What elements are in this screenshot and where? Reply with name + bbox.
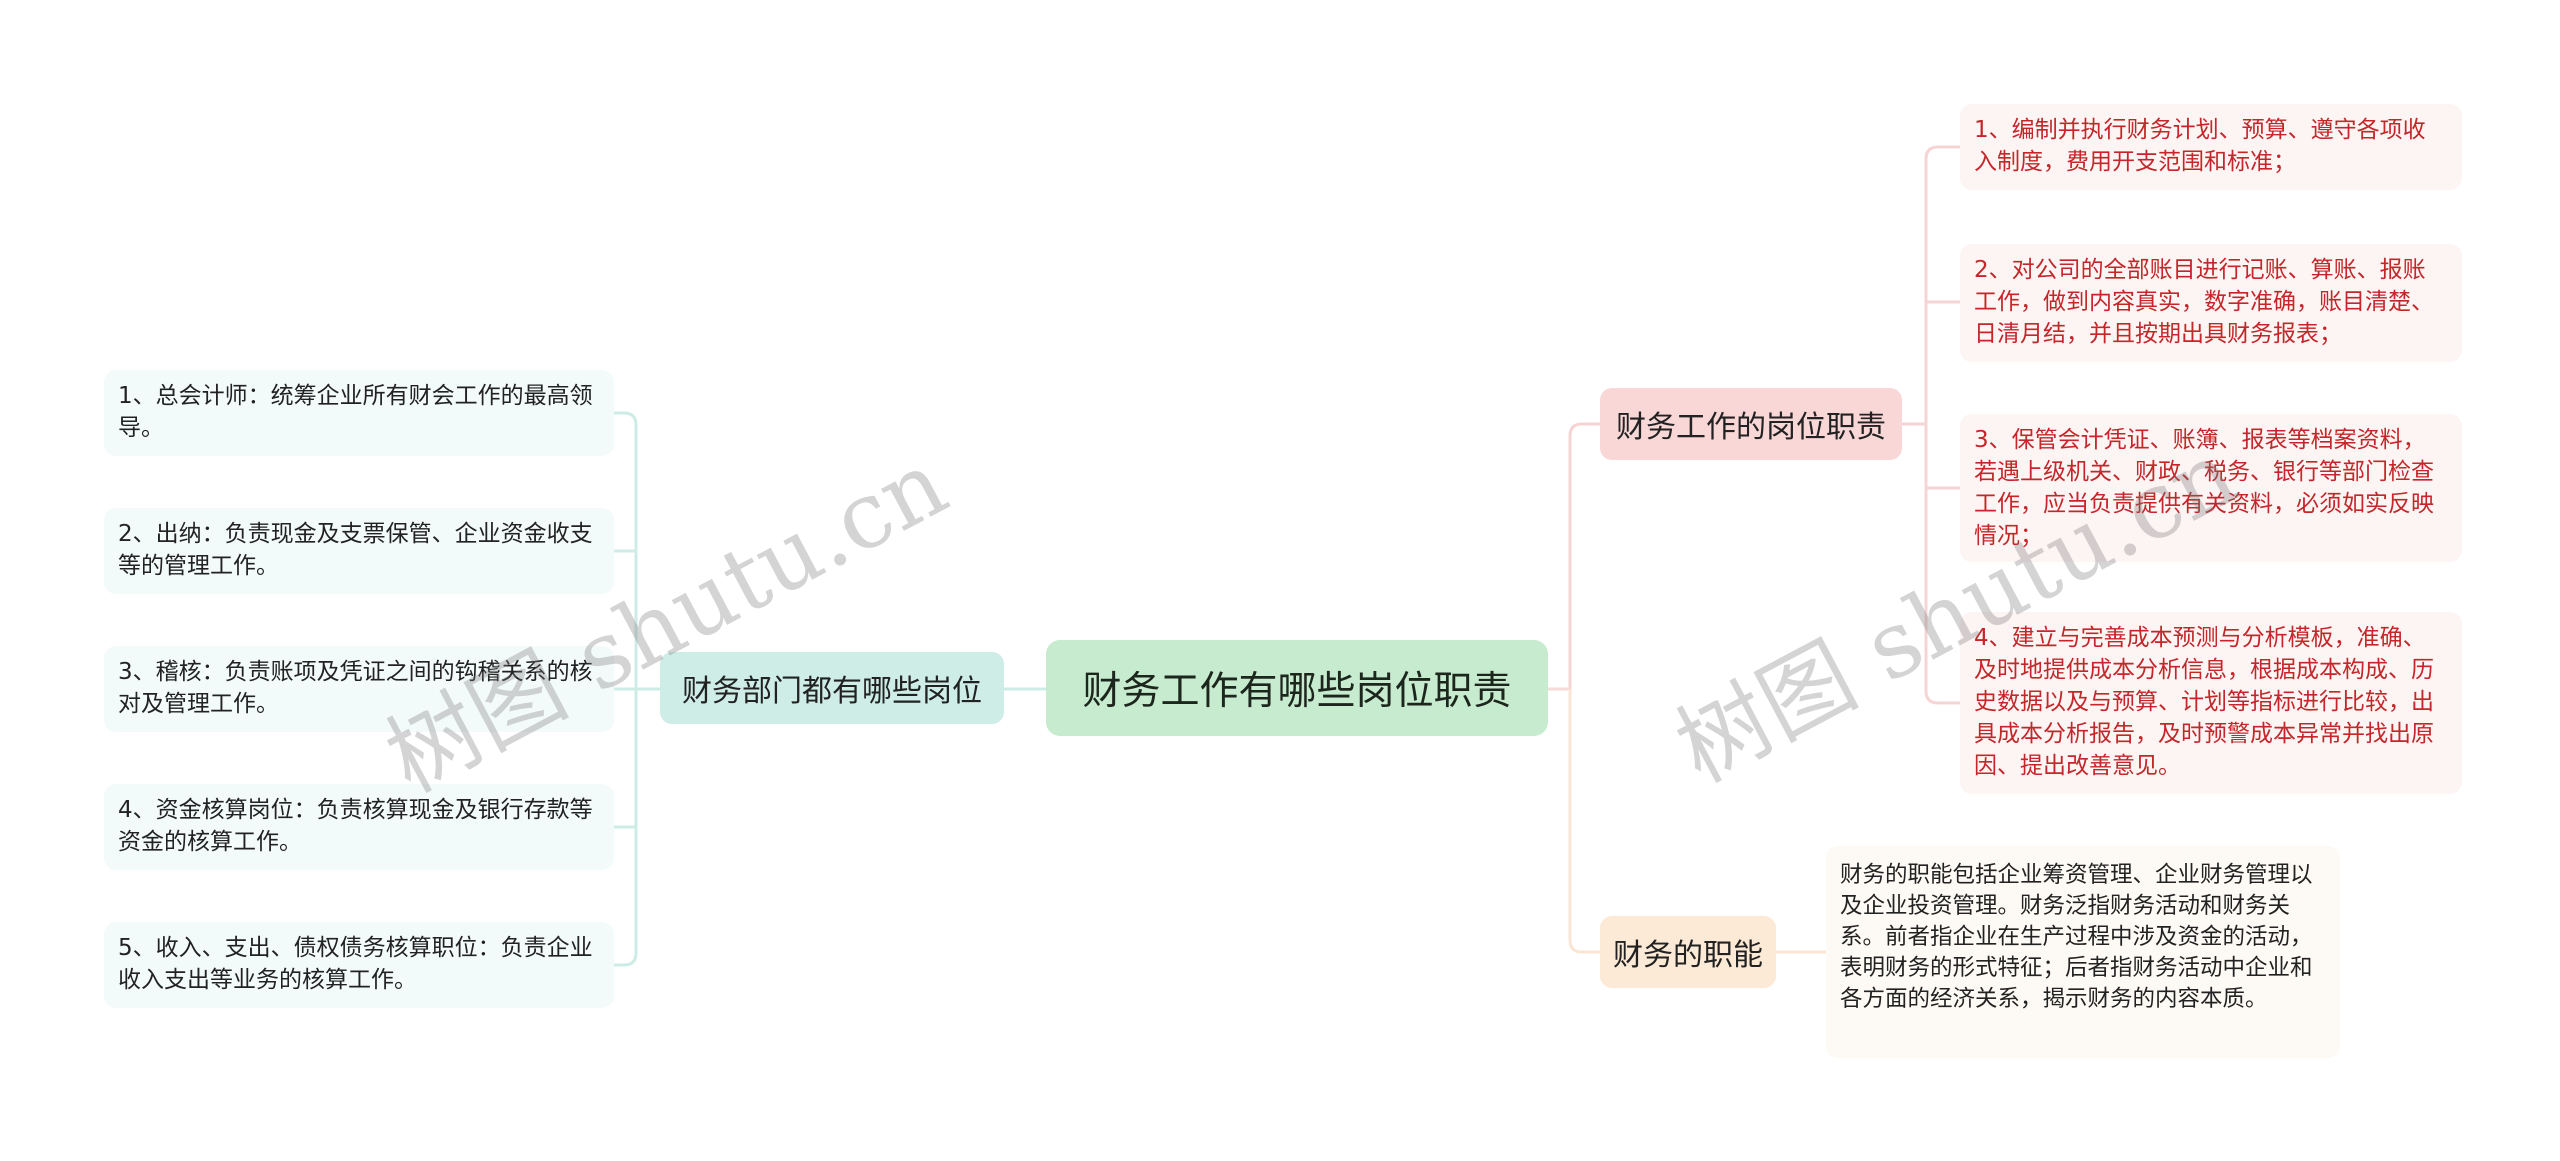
leaf-auditor[interactable]: 3、稽核：负责账项及凭证之间的钩稽关系的核对及管理工作。 — [104, 646, 614, 732]
branch-label: 财务的职能 — [1613, 938, 1763, 973]
leaf-text: 4、建立与完善成本预测与分析模板，准确、及时地提供成本分析信息，根据成本构成、历… — [1974, 625, 2434, 779]
branch-label: 财务工作的岗位职责 — [1616, 410, 1886, 445]
leaf-text: 财务的职能包括企业筹资管理、企业财务管理以及企业投资管理。财务泛指财务活动和财务… — [1840, 862, 2313, 1012]
leaf-text: 3、稽核：负责账项及凭证之间的钩稽关系的核对及管理工作。 — [118, 659, 593, 717]
leaf-text: 1、总会计师：统筹企业所有财会工作的最高领导。 — [118, 383, 593, 441]
leaf-text: 4、资金核算岗位：负责核算现金及银行存款等资金的核算工作。 — [118, 797, 593, 855]
leaf-text: 1、编制并执行财务计划、预算、遵守各项收入制度，费用开支范围和标准； — [1974, 117, 2426, 175]
leaf-chief-accountant[interactable]: 1、总会计师：统筹企业所有财会工作的最高领导。 — [104, 370, 614, 456]
leaf-text: 5、收入、支出、债权债务核算职位：负责企业收入支出等业务的核算工作。 — [118, 935, 593, 993]
central-topic[interactable]: 财务工作有哪些岗位职责 — [1046, 640, 1548, 736]
leaf-duty-3[interactable]: 3、保管会计凭证、账簿、报表等档案资料，若遇上级机关、财政、税务、银行等部门检查… — [1960, 414, 2462, 562]
branch-finance-department-positions[interactable]: 财务部门都有哪些岗位 — [660, 652, 1004, 724]
central-topic-label: 财务工作有哪些岗位职责 — [1082, 669, 1512, 714]
leaf-text: 3、保管会计凭证、账簿、报表等档案资料，若遇上级机关、财政、税务、银行等部门检查… — [1974, 427, 2434, 549]
leaf-text: 2、对公司的全部账目进行记账、算账、报账工作，做到内容真实，数字准确，账目清楚、… — [1974, 257, 2434, 347]
leaf-duty-1[interactable]: 1、编制并执行财务计划、预算、遵守各项收入制度，费用开支范围和标准； — [1960, 104, 2462, 190]
leaf-finance-functions-description[interactable]: 财务的职能包括企业筹资管理、企业财务管理以及企业投资管理。财务泛指财务活动和财务… — [1826, 846, 2340, 1058]
branch-finance-functions[interactable]: 财务的职能 — [1600, 916, 1776, 988]
leaf-text: 2、出纳：负责现金及支票保管、企业资金收支等的管理工作。 — [118, 521, 593, 579]
leaf-duty-4[interactable]: 4、建立与完善成本预测与分析模板，准确、及时地提供成本分析信息，根据成本构成、历… — [1960, 612, 2462, 794]
leaf-duty-2[interactable]: 2、对公司的全部账目进行记账、算账、报账工作，做到内容真实，数字准确，账目清楚、… — [1960, 244, 2462, 362]
leaf-income-expense-accounting[interactable]: 5、收入、支出、债权债务核算职位：负责企业收入支出等业务的核算工作。 — [104, 922, 614, 1008]
branch-label: 财务部门都有哪些岗位 — [682, 674, 982, 709]
leaf-fund-accounting[interactable]: 4、资金核算岗位：负责核算现金及银行存款等资金的核算工作。 — [104, 784, 614, 870]
branch-finance-job-duties[interactable]: 财务工作的岗位职责 — [1600, 388, 1902, 460]
leaf-cashier[interactable]: 2、出纳：负责现金及支票保管、企业资金收支等的管理工作。 — [104, 508, 614, 594]
